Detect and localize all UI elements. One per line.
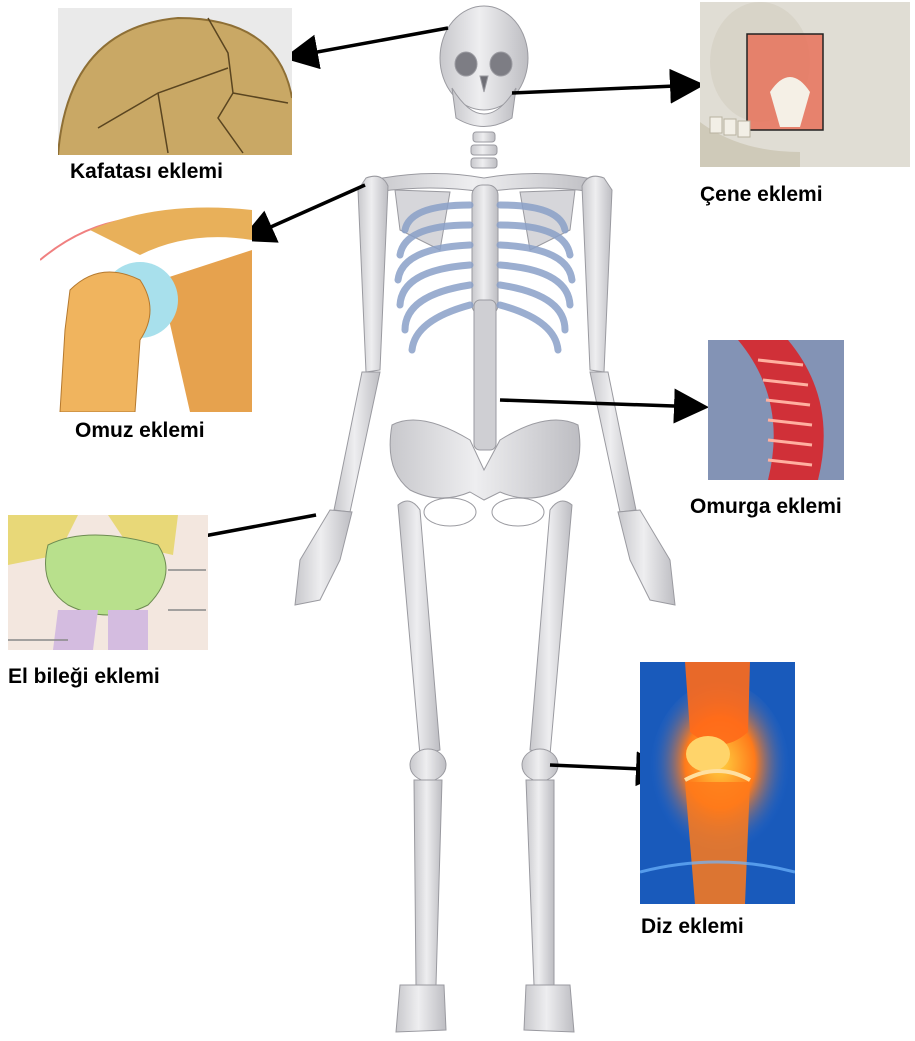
shoulder-joint-label: Omuz eklemi (75, 419, 205, 443)
spine-joint-image (708, 340, 844, 480)
wrist-joint-image (8, 515, 208, 650)
arrow-spine (500, 400, 702, 407)
shoulder-joint-image (40, 200, 252, 412)
skull-joint-image (58, 8, 292, 155)
jaw-joint-image (700, 2, 910, 167)
spine-joint-label: Omurga eklemi (690, 495, 842, 519)
knee-joint-image (640, 662, 795, 904)
arrow-jaw (512, 85, 698, 93)
arrow-skull (290, 28, 448, 57)
knee-joint-label: Diz eklemi (641, 915, 744, 939)
jaw-joint-label: Çene eklemi (700, 183, 823, 207)
arrow-shoulder (246, 185, 365, 238)
wrist-joint-label: El bileği eklemi (8, 665, 160, 689)
skull-joint-label: Kafatası eklemi (70, 160, 223, 184)
